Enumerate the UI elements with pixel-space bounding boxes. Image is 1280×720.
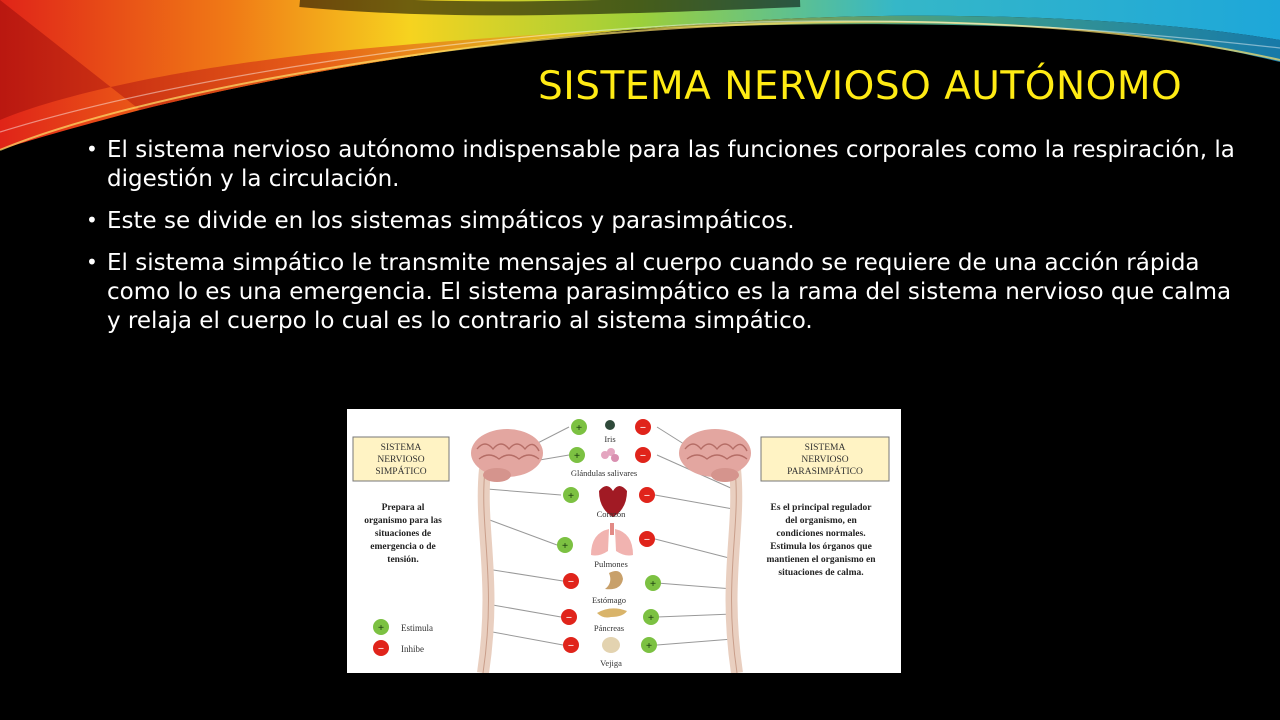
bullet-item: Este se divide en los sistemas simpático…: [86, 206, 1236, 236]
organ-label: Corazón: [597, 509, 627, 519]
nervous-system-diagram: SISTEMA NERVIOSO SIMPÁTICO SISTEMA NERVI…: [347, 409, 901, 673]
right-desc-line: Es el principal regulador: [771, 503, 873, 513]
minus-icon: −: [640, 450, 646, 462]
plus-icon: +: [648, 612, 654, 624]
plus-icon: +: [650, 578, 656, 590]
slide-title: SISTEMA NERVIOSO AUTÓNOMO: [538, 64, 1183, 109]
right-box-line: SISTEMA: [805, 443, 846, 453]
bladder-icon: [602, 637, 620, 653]
organ-label: Pulmones: [594, 559, 628, 569]
salivary-glands-icon: [601, 448, 619, 462]
minus-icon: −: [644, 490, 650, 502]
left-brain-icon: [471, 429, 543, 482]
right-box-line: PARASIMPÁTICO: [787, 465, 863, 477]
pancreas-icon: [597, 608, 627, 618]
parasympathetic-label-box: [760, 436, 890, 482]
sympathetic-indicators: + + + + − − −: [557, 419, 587, 653]
right-desc-line: condiciones normales.: [776, 529, 865, 539]
plus-icon: +: [562, 540, 568, 552]
minus-icon: −: [568, 576, 574, 588]
right-desc-line: Estimula los órganos que: [770, 542, 872, 552]
parasympathetic-indicators: − − − − + + +: [635, 419, 661, 653]
right-brain-icon: [679, 429, 751, 482]
bullet-item: El sistema nervioso autónomo indispensab…: [86, 135, 1236, 194]
right-box-line: NERVIOSO: [801, 455, 848, 465]
iris-icon: [605, 420, 615, 430]
diagram-legend: + Estimula − Inhibe: [373, 619, 433, 656]
heart-icon: [599, 486, 627, 517]
plus-icon: +: [576, 422, 582, 434]
left-desc-line: emergencia o de: [370, 542, 435, 552]
left-box-line: SISTEMA: [381, 443, 422, 453]
left-box-line: SIMPÁTICO: [375, 465, 426, 477]
decorative-swoosh: [0, 0, 1280, 151]
right-desc-line: mantienen el organismo en: [767, 555, 877, 565]
organ-label: Glándulas salivares: [571, 468, 637, 478]
plus-icon: +: [568, 490, 574, 502]
plus-icon: +: [574, 450, 580, 462]
sympathetic-description: Prepara al organismo para las situacione…: [364, 503, 442, 565]
minus-icon: −: [378, 643, 384, 655]
left-desc-line: tensión.: [387, 555, 418, 565]
organ-label: Iris: [604, 434, 615, 444]
minus-icon: −: [640, 422, 646, 434]
minus-icon: −: [644, 534, 650, 546]
stomach-icon: [605, 571, 623, 590]
plus-icon: +: [378, 622, 384, 634]
right-desc-line: del organismo, en: [785, 516, 857, 526]
sympathetic-label-box: [352, 436, 450, 482]
organ-label: Páncreas: [594, 623, 624, 633]
plus-icon: +: [646, 640, 652, 652]
bullet-list: El sistema nervioso autónomo indispensab…: [86, 135, 1236, 349]
bullet-item: El sistema simpático le transmite mensaj…: [86, 248, 1236, 336]
minus-icon: −: [566, 612, 572, 624]
left-desc-line: Prepara al: [382, 503, 425, 513]
organ-label: Vejiga: [600, 658, 622, 668]
stimulate-legend-icon: [373, 619, 389, 635]
right-desc-line: situaciones de calma.: [778, 568, 863, 578]
parasympathetic-description: Es el principal regulador del organismo,…: [767, 503, 877, 578]
lungs-icon: [591, 523, 633, 556]
legend-inhibit-label: Inhibe: [401, 644, 424, 654]
minus-icon: −: [568, 640, 574, 652]
left-desc-line: situaciones de: [375, 529, 431, 539]
left-desc-line: organismo para las: [364, 516, 442, 526]
left-box-line: NERVIOSO: [377, 455, 424, 465]
organ-label: Estómago: [592, 595, 626, 605]
legend-stimulate-label: Estimula: [401, 623, 433, 633]
inhibit-legend-icon: [373, 640, 389, 656]
